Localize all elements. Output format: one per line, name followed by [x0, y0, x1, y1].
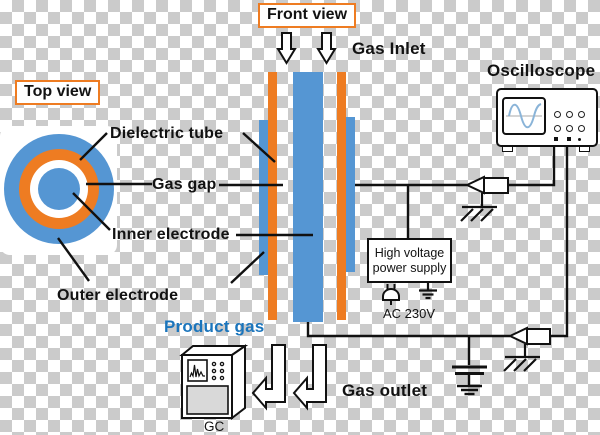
- oscilloscope-connector: [567, 137, 571, 141]
- wire-bottom-to-oscilloscope: [550, 147, 569, 338]
- dielectric-tube-pointer-right: [242, 132, 276, 163]
- front-view-outer-electrode-right-bar: [346, 117, 355, 272]
- oscilloscope-device: [496, 88, 598, 147]
- probe-bottom-tip-icon: [507, 326, 528, 346]
- ground-power-supply-icon: [419, 283, 437, 300]
- gc-side-face: [231, 344, 246, 421]
- power-supply-label-line1: High voltage: [374, 245, 445, 260]
- circuit-wires: [306, 147, 569, 338]
- chromatogram-icon: [189, 364, 205, 379]
- oscilloscope-knob: [577, 124, 585, 132]
- label-gas-gap: Gas gap: [152, 176, 217, 193]
- gc-buttons: [211, 361, 225, 381]
- front-view-dielectric-right-bar: [337, 72, 346, 320]
- dielectric-tube-pointer-left: [79, 132, 108, 161]
- label-inner-electrode: Inner electrode: [112, 226, 230, 243]
- gc-instrument: [179, 344, 249, 421]
- oscilloscope-foot: [502, 146, 513, 152]
- oscilloscope-knob: [577, 110, 585, 118]
- outer-electrode-pointer-left: [57, 237, 90, 282]
- inner-electrode-pointer-left: [72, 192, 111, 231]
- oscilloscope-knob: [553, 124, 561, 132]
- capacitor-icon: [452, 336, 487, 385]
- power-supply-box: High voltage power supply: [367, 238, 452, 283]
- oscilloscope-knob: [553, 110, 561, 118]
- outer-electrode-pointer-right: [230, 251, 265, 284]
- label-gas-outlet: Gas outlet: [342, 381, 428, 400]
- oscilloscope-connector-dot: [578, 138, 581, 141]
- label-gc: GC: [204, 419, 225, 434]
- oscilloscope-foot: [579, 146, 590, 152]
- label-pointer-lines: [57, 132, 313, 284]
- front-view-outer-electrode-left-bar: [259, 120, 268, 275]
- label-dielectric-tube: Dielectric tube: [110, 125, 224, 142]
- oscilloscope-knob: [565, 110, 573, 118]
- gas-inlet-arrow-left-icon: [276, 32, 297, 65]
- front-view-title-box: Front view: [258, 3, 357, 28]
- probe-top-body-icon: [483, 177, 509, 194]
- ground-under-capacitor-icon: [457, 384, 482, 396]
- power-supply-label-line2: power supply: [372, 260, 447, 275]
- label-outer-electrode: Outer electrode: [57, 287, 179, 304]
- label-oscilloscope: Oscilloscope: [487, 61, 596, 80]
- slanted-ground-top-icon: [460, 205, 497, 222]
- gc-door-panel: [186, 385, 229, 415]
- gas-outlet-arrow-left-icon: [251, 344, 286, 411]
- probe-bottom-body-icon: [526, 328, 551, 345]
- top-view-inner-electrode-circle: [38, 168, 80, 210]
- ac-plug-icon: [382, 284, 400, 305]
- gas-inlet-arrow-right-icon: [316, 32, 337, 65]
- top-view-title-box: Top view: [15, 80, 101, 105]
- label-gas-inlet: Gas Inlet: [352, 39, 426, 58]
- slanted-ground-bottom-icon: [503, 355, 540, 372]
- oscilloscope-screen: [502, 97, 546, 135]
- wire-reactor-bottom: [306, 322, 510, 338]
- oscilloscope-knob: [565, 124, 573, 132]
- probe-top-tip-icon: [464, 175, 485, 195]
- oscilloscope-connector: [554, 137, 558, 141]
- front-view-dielectric-left-bar: [268, 72, 277, 320]
- gas-outlet-arrow-right-icon: [292, 344, 327, 411]
- sine-wave-icon: [506, 103, 542, 129]
- front-view-inner-electrode-bar: [293, 72, 323, 322]
- label-product-gas: Product gas: [164, 317, 265, 336]
- wire-probe-to-oscilloscope: [508, 147, 556, 187]
- label-ac-230v: AC 230V: [383, 306, 436, 321]
